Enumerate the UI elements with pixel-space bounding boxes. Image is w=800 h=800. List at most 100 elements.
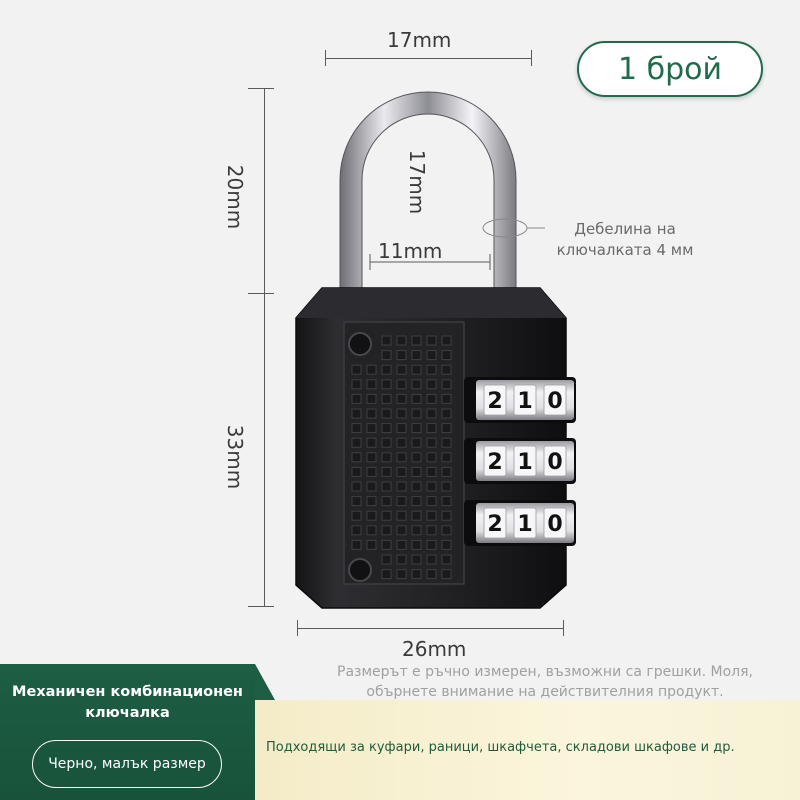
grip-cell bbox=[381, 569, 392, 580]
grip-cell bbox=[441, 350, 452, 361]
grip-cell bbox=[396, 364, 407, 375]
grip-cell bbox=[366, 452, 377, 463]
usage-text: Подходящи за куфари, раници, шкафчета, с… bbox=[266, 740, 735, 755]
grip-cell bbox=[411, 496, 422, 507]
screw-bottom bbox=[348, 558, 372, 582]
body-width-tick-left bbox=[297, 620, 298, 636]
grip-cell bbox=[396, 379, 407, 390]
dial-digit: 2 bbox=[487, 450, 502, 475]
grip-cell bbox=[441, 379, 452, 390]
grip-cell bbox=[426, 452, 437, 463]
grip-cell bbox=[351, 364, 362, 375]
grip-cell bbox=[426, 569, 437, 580]
variant-pill: Черно, малък размер bbox=[32, 740, 222, 788]
grip-cell bbox=[426, 364, 437, 375]
grip-cell bbox=[396, 496, 407, 507]
grip-cell bbox=[411, 437, 422, 448]
grip-cell bbox=[426, 510, 437, 521]
grip-cell bbox=[396, 466, 407, 477]
grip-cell bbox=[396, 423, 407, 434]
grip-cell bbox=[351, 452, 362, 463]
grip-cell bbox=[411, 510, 422, 521]
grip-cell bbox=[366, 379, 377, 390]
grip-cell bbox=[381, 525, 392, 536]
grip-cell bbox=[411, 525, 422, 536]
grip-cell bbox=[381, 437, 392, 448]
grip-cell bbox=[381, 393, 392, 404]
body-width-label: 26mm bbox=[402, 637, 467, 661]
grip-cell bbox=[366, 393, 377, 404]
grip-cell bbox=[411, 539, 422, 550]
dial-digit: 2 bbox=[487, 512, 502, 537]
grip-cell bbox=[441, 539, 452, 550]
grip-cell bbox=[381, 364, 392, 375]
grip-cell bbox=[441, 393, 452, 404]
dial-digit: 1 bbox=[517, 389, 532, 414]
grip-cell bbox=[381, 350, 392, 361]
grip-cell bbox=[351, 379, 362, 390]
grip-cell bbox=[426, 423, 437, 434]
dial-digit: 1 bbox=[517, 512, 532, 537]
body-width-line bbox=[297, 628, 563, 629]
grip-cell bbox=[441, 466, 452, 477]
grip-cell bbox=[381, 452, 392, 463]
grip-cell bbox=[426, 466, 437, 477]
dial-digit: 0 bbox=[547, 389, 562, 414]
grip-cell bbox=[441, 554, 452, 565]
grip-cell bbox=[351, 525, 362, 536]
grip-cell bbox=[441, 496, 452, 507]
top-width-line bbox=[325, 58, 531, 59]
grip-cell bbox=[426, 481, 437, 492]
height-tick-mid bbox=[248, 293, 274, 294]
grip-cell bbox=[366, 525, 377, 536]
product-name: Механичен комбинационен ключалка bbox=[12, 684, 243, 721]
grip-pattern bbox=[351, 335, 452, 580]
grip-cell bbox=[411, 379, 422, 390]
grip-cell bbox=[396, 569, 407, 580]
grip-cell bbox=[396, 539, 407, 550]
inner-width-label: 11mm bbox=[378, 239, 443, 263]
grip-cell bbox=[381, 539, 392, 550]
dial-digit: 0 bbox=[547, 450, 562, 475]
usage-band bbox=[255, 700, 800, 800]
grip-cell bbox=[441, 510, 452, 521]
height-tick-bottom bbox=[248, 606, 274, 607]
shackle bbox=[339, 91, 517, 301]
screw-top bbox=[348, 332, 372, 356]
grip-cell bbox=[411, 452, 422, 463]
grip-cell bbox=[366, 466, 377, 477]
grip-cell bbox=[396, 335, 407, 346]
dial-digit: 2 bbox=[487, 389, 502, 414]
grip-cell bbox=[381, 510, 392, 521]
grip-cell bbox=[441, 408, 452, 419]
grip-cell bbox=[396, 408, 407, 419]
grip-cell bbox=[426, 335, 437, 346]
grip-cell bbox=[351, 510, 362, 521]
height-line bbox=[264, 88, 265, 606]
top-width-label: 17mm bbox=[387, 28, 452, 52]
grip-cell bbox=[411, 335, 422, 346]
grip-cell bbox=[411, 350, 422, 361]
grip-cell bbox=[351, 466, 362, 477]
grip-cell bbox=[411, 393, 422, 404]
grip-cell bbox=[396, 437, 407, 448]
shackle-thickness-note: Дебелина на ключалката 4 мм bbox=[556, 220, 694, 259]
grip-cell bbox=[366, 364, 377, 375]
grip-cell bbox=[366, 539, 377, 550]
grip-cell bbox=[351, 408, 362, 419]
grip-cell bbox=[426, 393, 437, 404]
grip-cell bbox=[396, 452, 407, 463]
grip-cell bbox=[351, 539, 362, 550]
grip-cell bbox=[441, 335, 452, 346]
grip-cell bbox=[381, 423, 392, 434]
grip-cell bbox=[441, 452, 452, 463]
grip-cell bbox=[381, 554, 392, 565]
grip-cell bbox=[351, 496, 362, 507]
inner-height-label: 17mm bbox=[405, 149, 430, 215]
grip-cell bbox=[426, 437, 437, 448]
grip-cell bbox=[426, 525, 437, 536]
